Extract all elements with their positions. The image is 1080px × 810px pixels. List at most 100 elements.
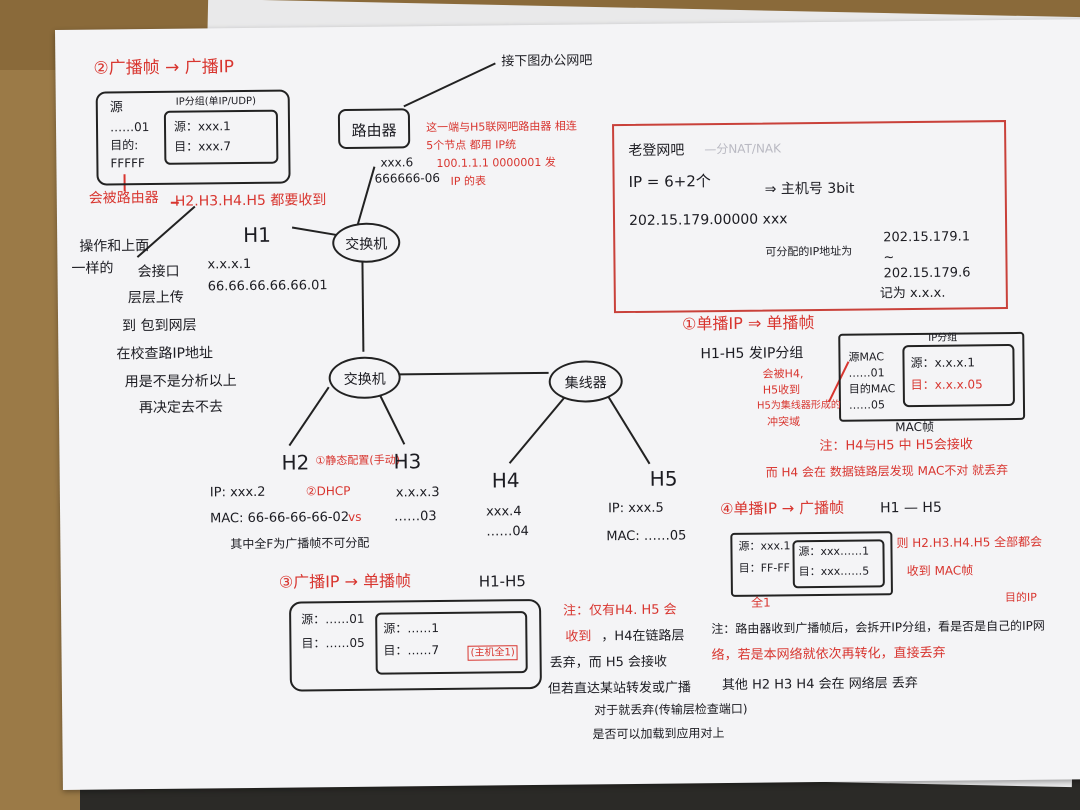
sec3-ink5: 是否可以加载到应用对上 <box>592 726 725 742</box>
netbar-faded: —分NAT/NAK <box>704 141 782 157</box>
sec3-pkt-src: 源：……1 <box>383 621 439 636</box>
router-ip: xxx.6 <box>380 155 414 170</box>
netbar-title: 老登网吧 <box>628 142 685 160</box>
sec1-mac-frame: MAC帧 <box>895 419 935 435</box>
sec2-ip-dst: 目：xxx.7 <box>174 139 232 154</box>
h2-red-dhcp: ②DHCP <box>305 483 351 499</box>
h5-mac: MAC: ……05 <box>606 528 687 545</box>
sec2-note-1: 一样的 <box>71 260 114 277</box>
h2-red-vs: vs <box>348 509 362 524</box>
sec2-receivers: H2.H3.H4.H5 都要收到 <box>174 192 327 210</box>
router-mac: 666666-06 <box>374 170 441 186</box>
netbar-range-end: 202.15.179.6 <box>883 265 971 282</box>
link-router-netbar <box>403 62 496 108</box>
sec1-red-side-2: H5为集线器形成的 <box>756 399 841 412</box>
h2-note: 其中全F为广播帧不可分配 <box>230 535 370 552</box>
network-links <box>123 62 850 465</box>
sec4-pkt-dst: 目：xxx……5 <box>798 564 870 579</box>
sec4-pkt-box: 源：xxx……1 目：xxx……5 <box>792 539 885 589</box>
link-switch2-h2 <box>288 386 330 447</box>
sec4-title: ④单播IP → 广播帧 <box>719 498 845 519</box>
sec4-frame-box: 源：xxx.1 目：FF-FF 源：xxx……1 目：xxx……5 <box>730 531 893 597</box>
sec3-red2: 收到 <box>565 629 592 645</box>
sec2-ip-box: IP分组(单IP/UDP) 源：xxx.1 目：xxx.7 <box>163 96 279 165</box>
sec3-ink4: 对于就丢弃(传输层检查端口) <box>594 701 748 718</box>
sec3-pkt-box: 源：……1 目：……7 (主机全1) <box>375 611 528 675</box>
link-switch2-hub <box>398 371 549 376</box>
sec2-note-2: 会接口 <box>137 263 180 281</box>
h5-label: H5 <box>649 466 678 491</box>
link-switch1-switch2 <box>361 254 365 352</box>
netbar-range-tilde: ~ <box>883 250 895 266</box>
sec3-frame-src: 源：……01 <box>301 611 365 627</box>
sec2-frame-src: 源 <box>109 100 123 116</box>
h4-label: H4 <box>491 468 520 493</box>
hub-label: 集线器 <box>564 375 607 392</box>
sec3-ink1: ，H4在链路层 <box>601 628 685 645</box>
h4-ip: xxx.4 <box>485 504 522 520</box>
router-top-note: 接下图办公网吧 <box>501 53 593 70</box>
sec4-red-ip: 目的IP <box>1004 590 1037 605</box>
sec4-note3: 其他 H2 H3 H4 会在 网络层 丢弃 <box>721 676 918 694</box>
sec2-red-note: 会被路由器 <box>88 189 159 207</box>
sec1-title: ①单播IP ⇒ 单播帧 <box>682 313 815 334</box>
sec1-pkt-dst: 目：x.x.x.05 <box>910 377 983 393</box>
sec1-frame-dst: 目的MAC <box>848 382 896 396</box>
link-h1-switch1 <box>291 226 338 237</box>
sec2-frame-box: 源 ……01 目的: FFFFF IP分组(单IP/UDP) 源：xxx.1 目… <box>95 89 291 186</box>
sec2-note-3: 层层上传 <box>127 289 184 307</box>
sec4-frame-src: 源：xxx.1 <box>738 539 791 553</box>
handwritten-notes-sheet: ②广播帧 → 广播IP 源 ……01 目的: FFFFF IP分组(单IP/UD… <box>55 19 1080 790</box>
sec3-frame-box: 源：……01 目：……05 源：……1 目：……7 (主机全1) <box>288 598 542 692</box>
sec1-sub: H1-H5 发IP分组 <box>700 345 804 363</box>
sec2-note-6: 用是不是分析以上 <box>124 373 237 391</box>
sec3-pkt-dst: 目：……7 <box>383 643 440 658</box>
sec1-frame-dst-mac: ……05 <box>848 398 886 412</box>
sec2-ip-title: IP分组(单IP/UDP) <box>175 95 257 108</box>
sec1-red-note1: 注：H4与H5 中 H5会接收 <box>819 437 973 455</box>
sec1-red-side-3: 冲突域 <box>767 415 801 429</box>
netbar-box: 老登网吧 —分NAT/NAK IP = 6+2个 ⇒ 主机号 3bit 202.… <box>612 120 1008 314</box>
h2-ip: IP: xxx.2 <box>209 484 266 501</box>
sec2-frame-dst-mac: FFFFF <box>110 156 145 171</box>
h5-ip: IP: xxx.5 <box>607 500 664 517</box>
sec4-red-right1: 则 H2.H3.H4.H5 全部都会 <box>896 534 1043 551</box>
netbar-last: 记为 x.x.x. <box>879 285 946 302</box>
netbar-range-start: 202.15.179.1 <box>883 229 971 246</box>
sec3-frame-dst: 目：……05 <box>301 635 365 651</box>
router-red-1: 5个节点 都用 IP统 <box>426 138 517 153</box>
netbar-line4: 可分配的IP地址为 <box>765 244 853 259</box>
h1-ip: x.x.x.1 <box>207 256 252 273</box>
h3-mac: ……03 <box>394 509 437 525</box>
sec1-red-note2: 而 H4 会在 数据链路层发现 MAC不对 就丢弃 <box>765 463 1009 480</box>
h3-ip: x.x.x.3 <box>395 484 440 501</box>
link-router-switch1 <box>356 166 376 228</box>
sec4-pkt-src: 源：xxx……1 <box>798 544 870 559</box>
h2-mac: MAC: 66-66-66-66-02 <box>210 509 350 527</box>
sec1-red-side-1: H5收到 <box>762 383 801 397</box>
sec3-ink3: 但若直达某站转发或广播 <box>547 680 692 697</box>
sec4-frame-dst: 目：FF-FF <box>738 561 791 575</box>
netbar-line3: 202.15.179.00000 xxx <box>628 211 788 229</box>
h1-label: H1 <box>243 222 272 248</box>
switch1-label: 交换机 <box>345 236 388 253</box>
sec2-note-4: 到 包到网层 <box>122 317 197 335</box>
sec2-note-7: 再决定去不去 <box>138 399 224 417</box>
sec3-title: ③广播IP → 单播帧 <box>278 571 412 592</box>
sec1-frame-src-mac: ……01 <box>848 366 885 380</box>
h1-mac: 66.66.66.66.66.01 <box>207 278 328 295</box>
sec1-red-side-0: 会被H4, <box>762 367 804 381</box>
sec2-frame-dst: 目的: <box>110 138 139 153</box>
netbar-line2: ⇒ 主机号 3bit <box>764 180 855 198</box>
sec2-frame-src-mac: ……01 <box>109 120 150 135</box>
h2-red-static: ①静态配置(手动) <box>315 453 401 468</box>
sec4-red-full: 全1 <box>750 595 771 610</box>
sec3-sub: H1-H5 <box>478 572 526 591</box>
sec3-pkt-red: (主机全1) <box>467 645 518 661</box>
switch2-label: 交换机 <box>343 371 386 388</box>
sec1-pkt-src: 源：x.x.x.1 <box>910 355 975 371</box>
netbar-line1: IP = 6+2个 <box>628 172 711 192</box>
sec1-pkt-box: IP分组 源：x.x.x.1 目：x.x.x.05 <box>902 333 1015 408</box>
sec4-note2: 络，若是本网络就依次再转化，直接丢弃 <box>711 645 946 664</box>
sec1-pkt-title: IP分组 <box>928 332 958 344</box>
